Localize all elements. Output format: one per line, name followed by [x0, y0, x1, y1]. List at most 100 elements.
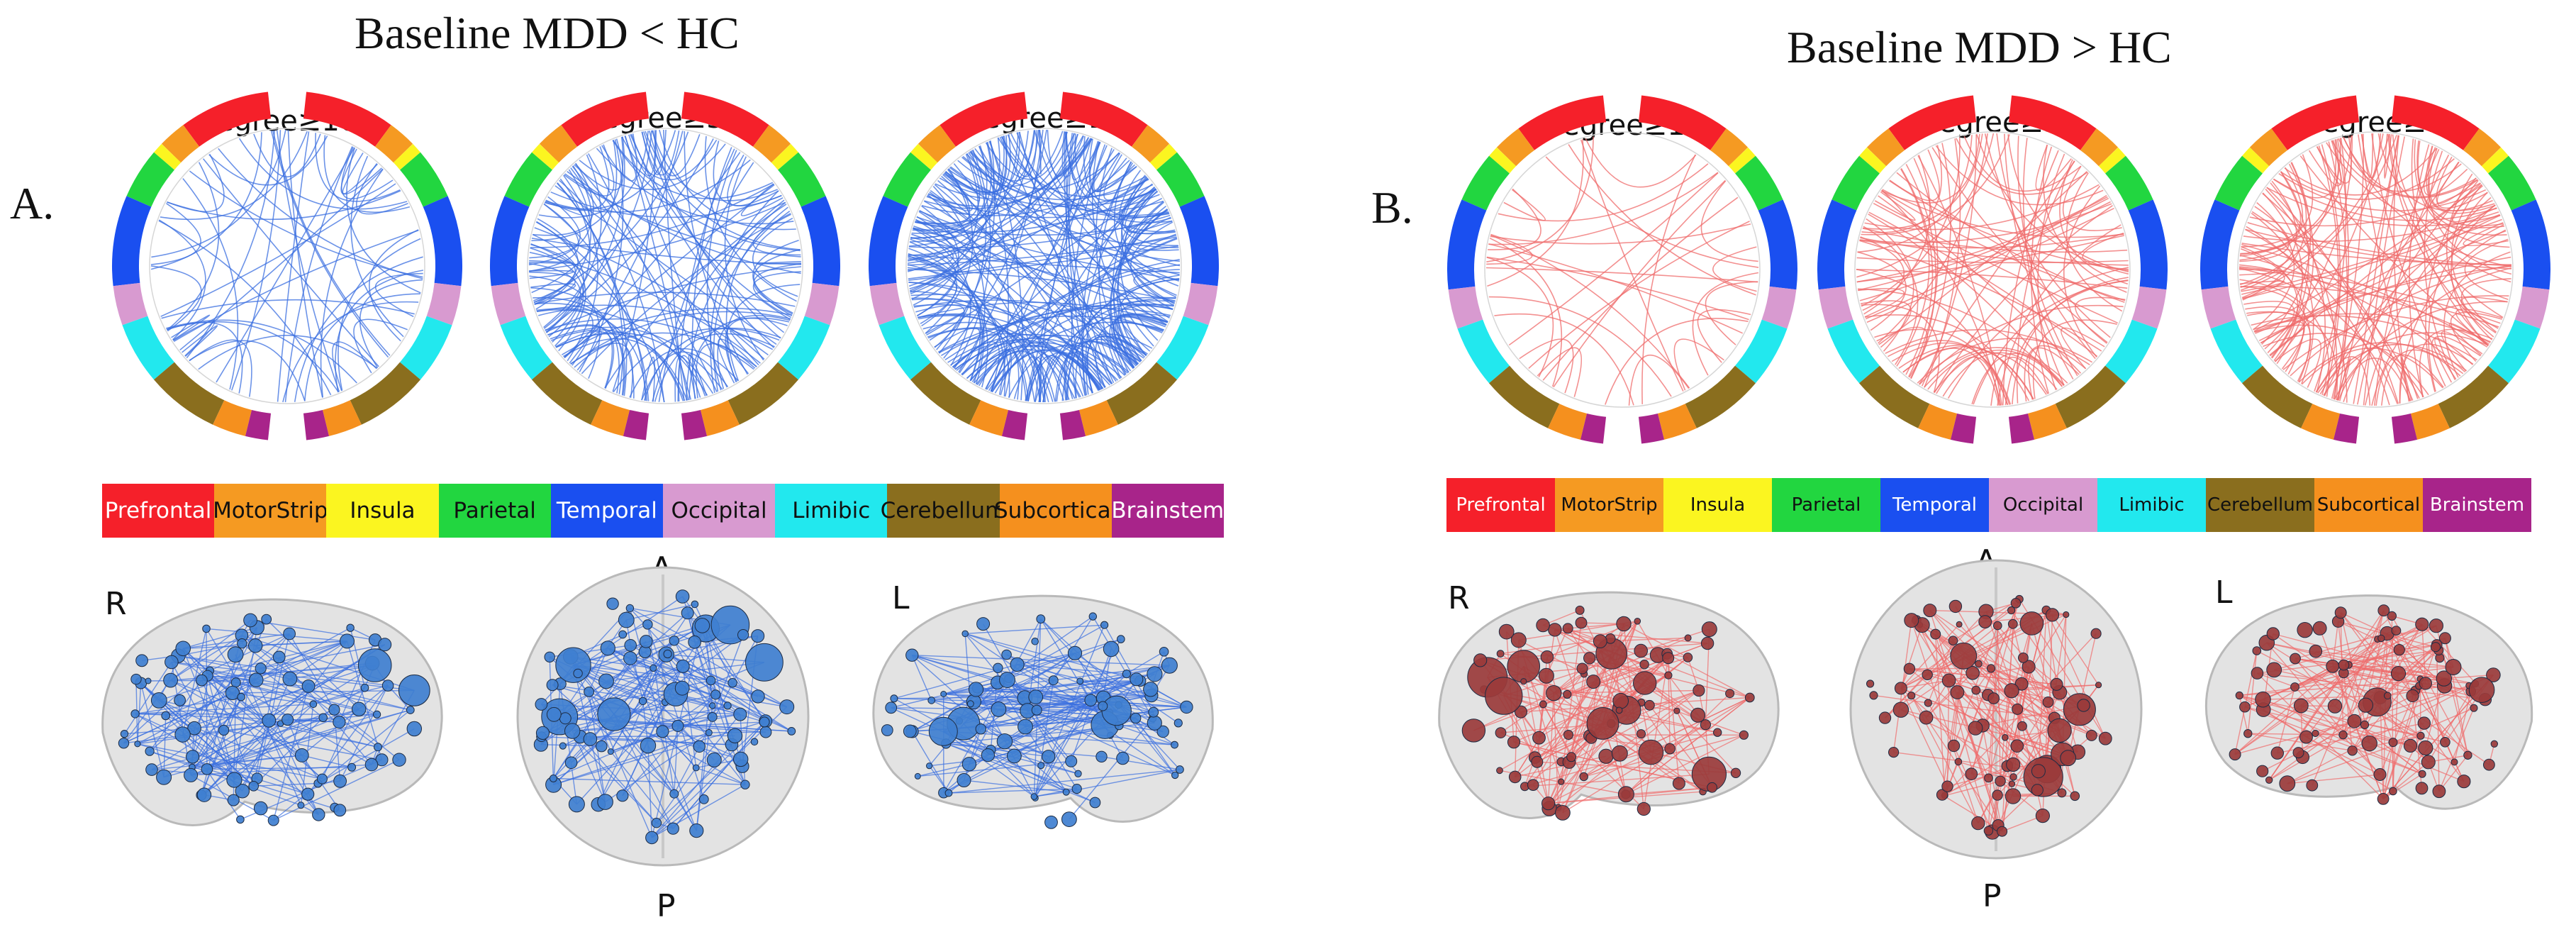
brain-node — [1037, 762, 1045, 770]
connection-edge — [1038, 129, 1181, 267]
brain-node — [639, 635, 653, 648]
brain-edge — [183, 633, 290, 649]
connection-edge — [198, 334, 378, 370]
connection-edge — [1120, 190, 1159, 341]
brain-edge — [273, 709, 411, 821]
brain-node — [1992, 789, 2003, 801]
connection-edge — [208, 135, 328, 186]
connection-edge — [691, 147, 732, 399]
brain-edge — [201, 697, 242, 796]
brain-edge — [911, 655, 932, 701]
brain-edge — [1583, 621, 1638, 777]
connection-edge — [2005, 279, 2129, 406]
connection-edge — [182, 325, 218, 357]
connection-edge — [1605, 318, 1749, 405]
brain-node — [2229, 748, 2241, 761]
brain-edge — [552, 684, 675, 794]
ring-segment — [2481, 147, 2509, 174]
ring-segment — [126, 152, 175, 207]
brain-node — [1892, 701, 1909, 718]
ring-segment — [2080, 128, 2119, 167]
brain-node — [1028, 689, 1044, 705]
brain-edge — [622, 694, 716, 797]
connection-edge — [1120, 183, 1163, 217]
connection-edge — [908, 269, 1176, 301]
brain-edge — [190, 709, 411, 776]
brain-node — [1076, 677, 1084, 685]
connection-edge — [1585, 138, 1697, 188]
brain-node — [1171, 771, 1179, 780]
connection-edge — [1485, 267, 1758, 283]
connection-edge — [179, 168, 384, 351]
connection-edge — [555, 331, 615, 389]
brain-edge — [1583, 697, 1751, 777]
connection-edge — [1095, 321, 1164, 389]
brain-edge — [630, 658, 697, 831]
ring-segment — [374, 125, 413, 163]
connection-edge — [158, 220, 332, 396]
brain-edge — [182, 648, 235, 780]
brain-edge — [253, 782, 318, 787]
brain-node — [1924, 699, 1932, 707]
brain-edge — [963, 723, 1035, 797]
ring-segment — [1001, 409, 1028, 440]
brain-node — [2047, 718, 2072, 743]
inner-ring — [149, 128, 425, 404]
ring-segment — [490, 196, 530, 287]
connection-edge — [2037, 153, 2065, 391]
connection-edge — [1116, 209, 1169, 362]
connection-edge — [2392, 134, 2511, 283]
brain-node — [134, 740, 141, 748]
connection-edge — [2342, 137, 2477, 198]
brain-edge — [1900, 624, 1923, 689]
connection-edge — [2280, 158, 2455, 200]
brain-node — [1030, 793, 1038, 800]
connection-edge — [908, 257, 1010, 398]
brain-node — [1975, 660, 1983, 668]
connection-edge — [961, 156, 1147, 201]
brain-node — [2009, 773, 2017, 781]
brain-node — [328, 704, 340, 716]
connection-edge — [2251, 212, 2314, 384]
brain-edge — [2238, 694, 2307, 738]
panel-b-view-label-left: L — [2215, 575, 2233, 611]
brain-edge — [1135, 718, 1176, 776]
brain-node — [1159, 647, 1169, 657]
connection-edge — [908, 214, 1171, 249]
brain-edge — [2012, 623, 2048, 770]
brain-node — [2393, 644, 2405, 656]
brain-node — [364, 758, 379, 772]
brain-node — [1638, 739, 1664, 765]
brain-node — [120, 730, 129, 738]
panel-b-connectogram-1 — [1447, 95, 1797, 444]
brain-node — [2390, 666, 2407, 682]
connection-edge — [2242, 218, 2502, 300]
brain-node — [1612, 692, 1629, 709]
connection-edge — [1034, 138, 1093, 402]
connection-edge — [1494, 313, 1634, 406]
ring-segment — [2271, 95, 2360, 151]
ring-segment — [399, 316, 452, 380]
connection-edge — [911, 142, 992, 234]
connection-edge — [282, 301, 419, 403]
brain-edge — [2438, 650, 2475, 709]
connection-edge — [315, 133, 401, 202]
connection-edge — [2363, 136, 2405, 406]
connection-edge — [909, 160, 1130, 289]
connection-edge — [2012, 277, 2129, 405]
ring-segment — [1888, 95, 1977, 151]
brain-edge — [2248, 733, 2353, 751]
connection-edge — [2417, 140, 2504, 227]
connection-edge — [1628, 354, 1690, 406]
connection-edge — [2464, 238, 2509, 301]
brain-node — [1473, 653, 1488, 667]
connection-edge — [950, 166, 1169, 221]
connection-edge — [1712, 246, 1757, 292]
brain-edge — [233, 627, 257, 780]
connection-edge — [913, 227, 1101, 391]
connection-edge — [1488, 296, 1672, 397]
brain-node — [968, 682, 984, 697]
brain-node — [1637, 729, 1646, 739]
ring-segment — [804, 282, 840, 326]
brain-node — [1147, 715, 1162, 731]
